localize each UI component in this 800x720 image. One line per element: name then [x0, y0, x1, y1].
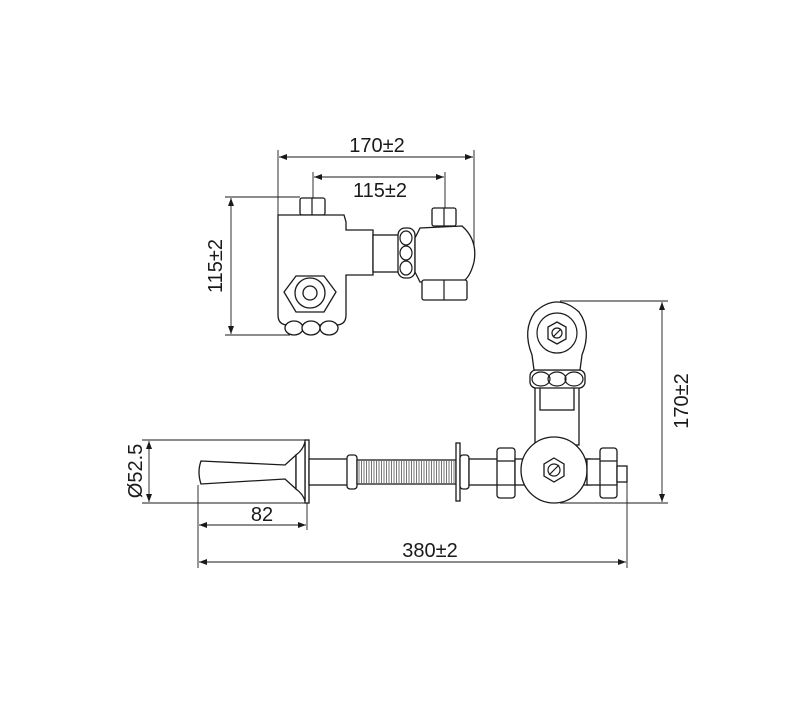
lock-nut — [346, 454, 358, 490]
label-170-vertical: 170±2 — [671, 373, 693, 428]
inlet-stub — [616, 465, 628, 483]
label-170: 170±2 — [349, 135, 404, 157]
control-valve-body — [520, 436, 588, 504]
threaded-rod — [356, 459, 457, 485]
valve-body-top — [277, 197, 476, 336]
pipe-segment — [308, 458, 350, 486]
dimension-overall-length: 380±2 — [199, 482, 628, 568]
label-115-horizontal: 115±2 — [353, 180, 407, 202]
lock-nut — [459, 454, 470, 490]
pipe-segment — [468, 458, 500, 486]
dimension-flange-diameter: Ø52.5 — [125, 439, 305, 504]
label-diameter: Ø52.5 — [125, 444, 147, 498]
union-nut-left — [496, 447, 516, 499]
dimension-top-height: 115±2 — [205, 196, 300, 336]
riser — [527, 301, 587, 446]
dimension-handle-length: 82 — [197, 485, 308, 568]
dimension-inlet-spacing: 115±2 — [312, 172, 446, 208]
front-view: Ø52.5 82 380±2 170±2 — [125, 300, 693, 568]
flush-handle[interactable] — [198, 439, 310, 504]
dimension-overall-height: 170±2 — [560, 300, 693, 504]
union-nut-right — [599, 447, 618, 499]
label-115-vertical: 115±2 — [205, 239, 227, 293]
label-380: 380±2 — [402, 540, 457, 562]
top-view: 170±2 115±2 115±2 — [205, 135, 476, 336]
dimension-top-overall-width: 170±2 — [277, 135, 475, 250]
label-82: 82 — [251, 504, 273, 526]
